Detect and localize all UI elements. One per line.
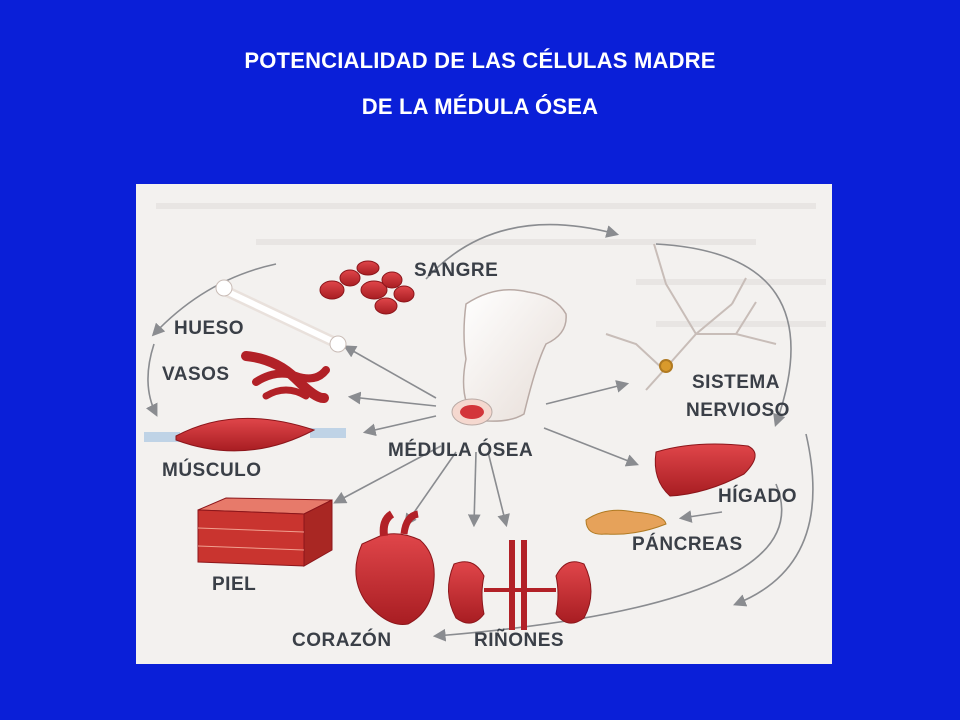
muscle-illustration: [144, 417, 346, 452]
skin-block-illustration: [197, 497, 333, 567]
kidneys-illustration: [448, 540, 592, 630]
label-pancreas: PÁNCREAS: [632, 534, 743, 555]
label-sistema: SISTEMA: [692, 372, 780, 393]
label-medula-osea: MÉDULA ÓSEA: [388, 440, 534, 461]
bone-illustration: [215, 279, 347, 353]
neuron-illustration: [605, 243, 777, 391]
bone-marrow-illustration: [451, 289, 567, 426]
label-hueso: HUESO: [174, 318, 245, 339]
blood-cells-illustration: [319, 260, 415, 315]
label-piel: PIEL: [212, 574, 257, 595]
blood-vessels-illustration: [241, 351, 330, 403]
label-vasos: VASOS: [162, 364, 230, 385]
stem-cell-diagram: SANGRE HUESO VASOS MÚSCULO PIEL CORAZÓN …: [136, 184, 832, 664]
liver-illustration: [654, 443, 756, 497]
diagram-artwork: [144, 203, 826, 642]
background-texture: [156, 203, 826, 327]
slide-title-line-1: POTENCIALIDAD DE LAS CÉLULAS MADRE: [244, 48, 716, 73]
label-musculo: MÚSCULO: [162, 460, 262, 481]
heart-illustration: [355, 510, 435, 626]
slide-title-line-2: DE LA MÉDULA ÓSEA: [361, 94, 599, 119]
label-higado: HÍGADO: [718, 486, 797, 507]
label-corazon: CORAZÓN: [292, 630, 392, 651]
label-sangre: SANGRE: [414, 260, 499, 281]
differentiation-arrows: [145, 223, 814, 642]
label-rinones: RIÑONES: [474, 630, 565, 651]
pancreas-illustration: [585, 509, 667, 535]
label-nervioso: NERVIOSO: [686, 400, 790, 421]
